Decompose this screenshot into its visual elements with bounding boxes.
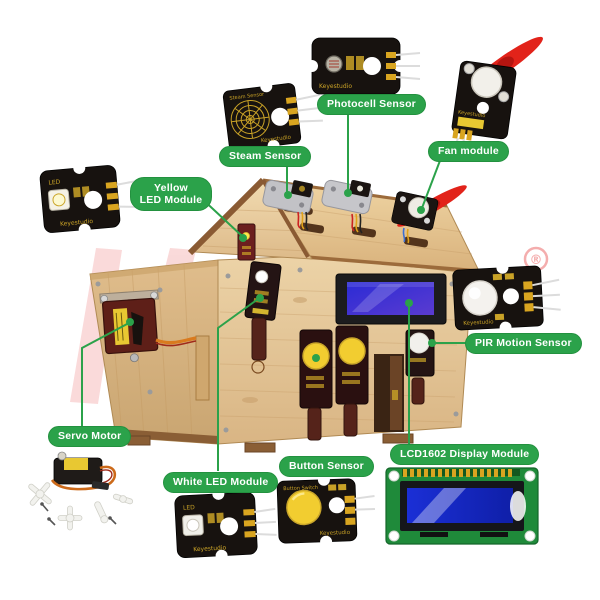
roof-fan-module	[391, 185, 467, 244]
label-yellow-led-line1: Yellow	[154, 182, 188, 194]
svg-text:Keyestudio: Keyestudio	[60, 218, 94, 228]
label-white-led-module: White LED Module	[163, 472, 279, 494]
door-rail	[195, 335, 210, 401]
svg-text:Keyestudio: Keyestudio	[320, 530, 351, 537]
steam-sensor-photo: Steam Sensor Keyestudio	[222, 80, 323, 152]
svg-text:Keyestudio: Keyestudio	[458, 110, 486, 120]
svg-text:Keyestudio: Keyestudio	[193, 544, 227, 553]
callout-dots	[126, 189, 436, 362]
label-photocell-sensor: Photocell Sensor	[317, 94, 426, 116]
wall-lcd-display	[335, 273, 447, 325]
svg-text:LED: LED	[48, 179, 61, 187]
svg-text:®: ®	[530, 253, 543, 268]
house-feet	[127, 433, 414, 453]
label-steam-sensor: Steam Sensor	[219, 146, 312, 168]
svg-text:Button Switch: Button Switch	[283, 485, 318, 492]
label-button-sensor: Button Sensor	[279, 456, 374, 478]
pir-motion-sensor-photo: Keyestudio	[452, 261, 561, 334]
wall-button-module-1	[299, 329, 333, 441]
photocell-sensor-photo: Keyestudio	[306, 37, 421, 95]
wall-white-led-module	[244, 261, 282, 374]
button-sensor-photo: Button Switch Keyestudio	[276, 473, 375, 548]
svg-text:Keyestudio: Keyestudio	[319, 83, 352, 90]
fan-module-photo: Keyestudio	[451, 36, 543, 158]
door-opening	[374, 354, 404, 432]
svg-text:Steam Sensor: Steam Sensor	[229, 91, 265, 101]
wall-pir-module	[405, 329, 435, 405]
label-pir-motion-sensor: PIR Motion Sensor	[465, 333, 582, 355]
label-lcd1602-display-module: LCD1602 Display Module	[390, 444, 540, 466]
svg-text:Keyestudio: Keyestudio	[261, 135, 292, 145]
lcd1602-photo	[385, 467, 539, 545]
gable-yellow-led-module	[237, 223, 256, 261]
label-yellow-led-line2: LED Module	[139, 194, 203, 207]
svg-text:Keyestudio: Keyestudio	[463, 319, 494, 327]
label-fan-module: Fan module	[428, 141, 509, 163]
servo-motor-kit-photo	[28, 451, 134, 531]
label-servo-motor: Servo Motor	[48, 426, 132, 448]
label-yellow-led-module: Yellow LED Module	[130, 177, 212, 212]
roof-photocell-module	[321, 179, 373, 215]
white-led-module-photo: LED Keyestudio	[174, 487, 277, 562]
yellow-led-module-photo: LED Keyestudio	[39, 161, 139, 236]
wall-button-module-2	[335, 325, 369, 437]
svg-text:LED: LED	[183, 504, 195, 512]
